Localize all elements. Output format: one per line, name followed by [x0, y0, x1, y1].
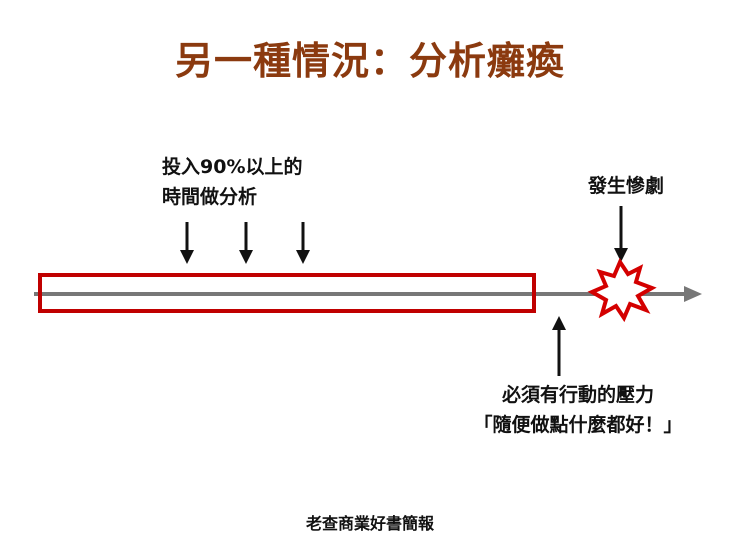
- timeline-arrowhead: [684, 286, 702, 302]
- pressure-arrow: [552, 316, 566, 376]
- pressure-label-line1: 必須有行動的壓力: [501, 384, 654, 406]
- tragedy-label: 發生慘劇: [588, 175, 665, 197]
- analysis-period-box: [38, 273, 536, 313]
- pressure-label: 必須有行動的壓力 「隨便做點什麼都好！」: [470, 380, 686, 440]
- footer-credit: 老查商業好書簡報: [305, 514, 434, 533]
- explosion-burst-icon: [587, 257, 657, 323]
- analysis-arrows: [180, 222, 310, 264]
- analysis-label-line2: 時間做分析: [162, 186, 258, 208]
- page-title: 另一種情況：分析癱瘓: [174, 39, 565, 83]
- pressure-label-line2: 「隨便做點什麼都好！」: [473, 414, 683, 436]
- tragedy-arrow: [614, 206, 628, 262]
- analysis-label-line1: 投入90%以上的: [162, 156, 303, 178]
- analysis-label: 投入90%以上的 時間做分析: [162, 152, 302, 212]
